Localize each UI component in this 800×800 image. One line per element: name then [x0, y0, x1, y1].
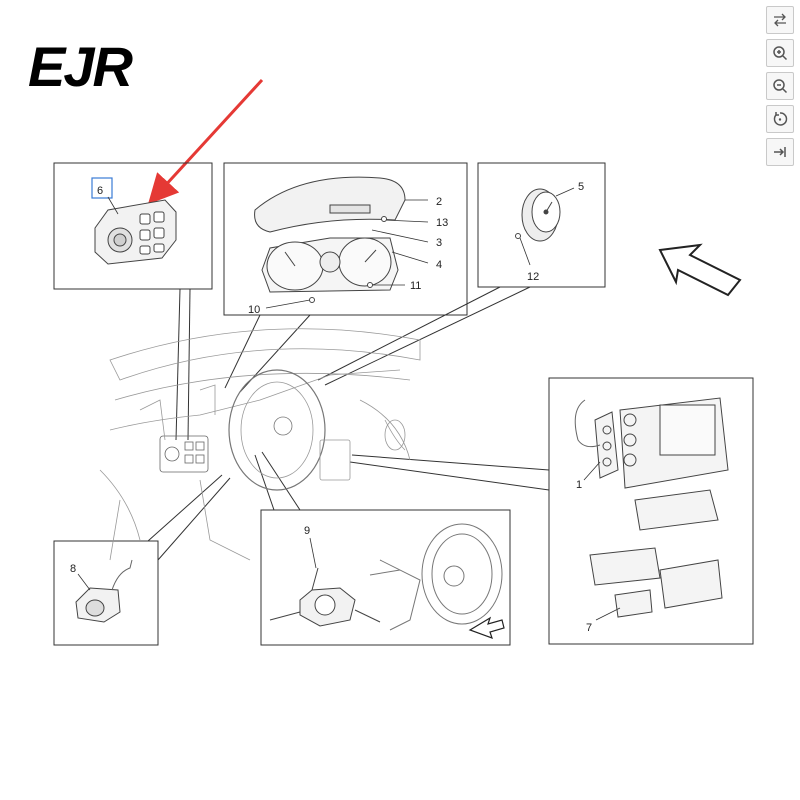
next-button[interactable] [766, 138, 794, 166]
zoom-out-button[interactable] [766, 72, 794, 100]
wire-harness [574, 399, 601, 448]
rotate-button[interactable] [766, 105, 794, 133]
part-cluster-hood [254, 176, 406, 233]
callout-8: 8 [70, 563, 76, 575]
screw-10 [309, 297, 315, 303]
callout-3: 3 [436, 237, 442, 249]
swap-icon [774, 13, 786, 27]
callout-9-leader [309, 537, 317, 569]
callout-2: 2 [436, 196, 442, 208]
callout-9: 9 [304, 525, 310, 537]
callout-8-leader [77, 573, 91, 591]
panel-clock [477, 162, 606, 288]
dashboard-sketch [99, 328, 421, 561]
viewer-toolbar [766, 6, 794, 171]
panel-center-console [548, 377, 754, 645]
callout-6-highlight [91, 177, 113, 199]
part-rotary-switch [75, 587, 121, 623]
pointer-arrow [147, 78, 264, 205]
steering-wheel-sketch [369, 523, 503, 631]
screw-11 [367, 282, 373, 288]
zoom-out-icon [773, 79, 788, 94]
callout-7-leader [595, 607, 621, 621]
screw-13 [381, 216, 387, 222]
swap-button[interactable] [766, 6, 794, 34]
callout-11: 11 [410, 280, 421, 292]
rotate-icon [773, 112, 788, 126]
next-icon [774, 147, 786, 157]
panel-instrument-cluster [223, 162, 468, 316]
callout-7: 7 [586, 622, 592, 634]
callout-5-leader [555, 187, 575, 197]
callout-1: 1 [576, 479, 582, 491]
panel-steering-column [260, 509, 511, 646]
callout-6: 6 [97, 185, 103, 197]
leader-lines [147, 286, 550, 561]
callout-10: 10 [248, 304, 260, 316]
zoom-in-button[interactable] [766, 39, 794, 67]
cluster-leaders [265, 199, 429, 309]
callout-6-leader [107, 196, 119, 215]
callout-12-leader [519, 237, 531, 266]
screw-12 [515, 233, 521, 239]
panel-rotary-switch [53, 540, 159, 646]
callout-5: 5 [578, 181, 584, 193]
part-instrument-cluster [261, 237, 399, 293]
part-clock [521, 188, 561, 242]
callout-1-leader [583, 461, 601, 481]
part-center-console [589, 397, 729, 618]
switch-wire [111, 559, 133, 591]
direction-arrow [658, 243, 742, 297]
callout-12: 12 [527, 271, 539, 283]
brand-logo: EJR [28, 35, 135, 98]
steering-direction-arrow [468, 616, 505, 639]
logo-text: EJR [28, 35, 133, 98]
zoom-in-icon [773, 46, 788, 61]
part-steering-switch [269, 567, 381, 627]
callout-4: 4 [436, 259, 442, 271]
callout-13: 13 [436, 217, 448, 229]
part-headlight-switch [94, 199, 177, 265]
panel-headlight-switch [53, 162, 213, 290]
